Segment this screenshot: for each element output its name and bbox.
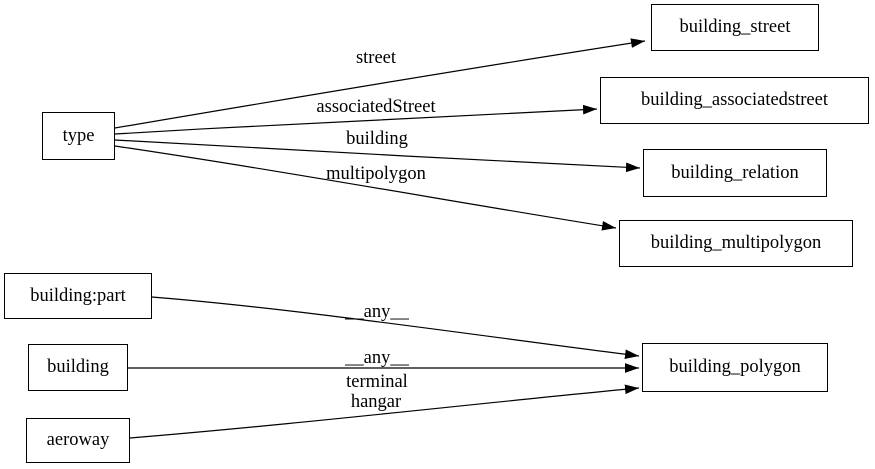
node-building_relation: building_relation [643, 149, 827, 197]
edge-label-any-building: __any__ [345, 347, 409, 368]
node-building_polygon: building_polygon [642, 343, 828, 392]
edge-label-hangar: hangar [350, 391, 402, 412]
node-aeroway: aeroway [26, 418, 130, 463]
node-building_street: building_street [651, 4, 819, 51]
node-building_associatedstreet: building_associatedstreet [600, 77, 869, 124]
edge-aeroway-building_polygon [129, 384, 640, 439]
edge-label-multipolygon: multipolygon [326, 163, 426, 184]
node-building_multipolygon: building_multipolygon [619, 220, 853, 267]
node-building: building [28, 344, 128, 391]
edge-type-building_relation [114, 139, 641, 173]
edge-buildingpart-building_polygon [151, 296, 640, 360]
node-type: type [42, 112, 115, 160]
edge-label-terminal: terminal [346, 371, 408, 392]
edge-label-street: street [355, 47, 397, 68]
edge-label-associatedstreet: associatedStreet [316, 96, 436, 117]
edge-label-any-buildingpart: __any__ [345, 301, 409, 322]
edge-type-building_associatedstreet [114, 104, 598, 135]
edge-label-building: building [346, 128, 408, 149]
edge-type-building_street [114, 38, 646, 129]
edge-type-building_multipolygon [114, 145, 617, 231]
node-building-part: building:part [4, 273, 152, 319]
